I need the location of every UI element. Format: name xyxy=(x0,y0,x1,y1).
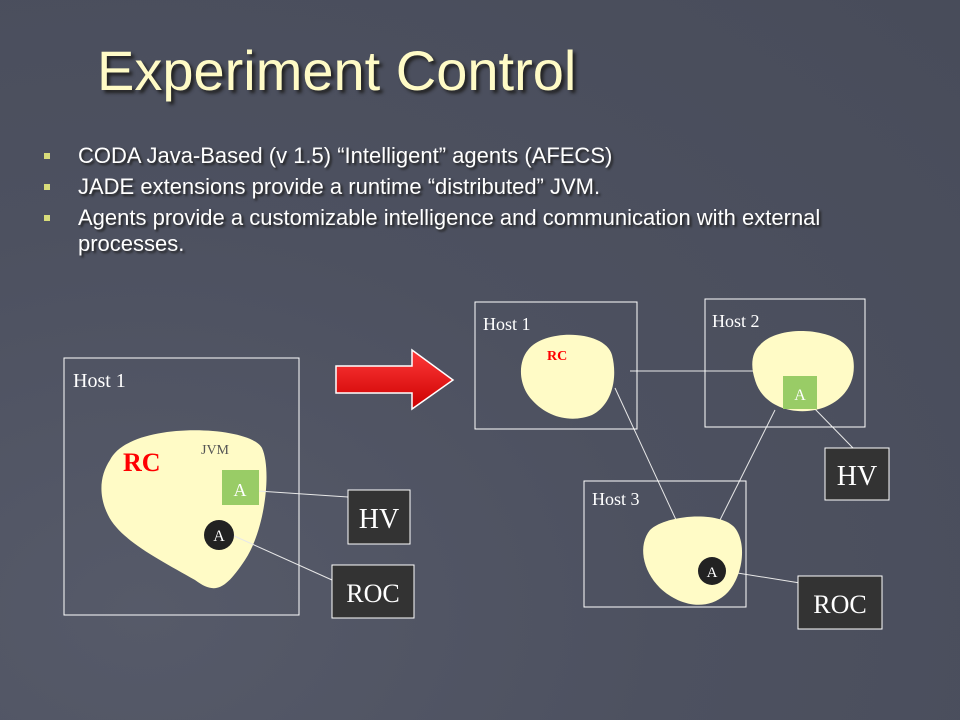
left-roc-connector xyxy=(231,534,333,581)
right-host1-box xyxy=(474,301,638,430)
right-hv-box xyxy=(824,447,890,501)
bullet-text: Agents provide a customizable intelligen… xyxy=(78,205,821,256)
right-host1-blob xyxy=(520,334,615,419)
left-jvm-label: JVM xyxy=(201,443,230,458)
slide-title: Experiment Control xyxy=(97,39,577,102)
bullet-text: JADE extensions provide a runtime “distr… xyxy=(78,174,601,199)
left-hv-box xyxy=(347,489,411,545)
left-agent-green xyxy=(222,470,259,505)
square-bullet-icon xyxy=(44,215,50,221)
right-host1-host3-connector xyxy=(614,387,678,523)
left-roc-label: ROC xyxy=(346,579,399,608)
bullet-item: Agents provide a customizable intelligen… xyxy=(44,205,904,257)
left-rc-label: RC xyxy=(123,448,161,477)
square-bullet-icon xyxy=(44,184,50,190)
square-bullet-icon xyxy=(44,153,50,159)
left-roc-box xyxy=(331,564,415,619)
left-agent-dark xyxy=(204,520,234,550)
right-rc-label: RC xyxy=(547,349,567,364)
bullet-text: CODA Java-Based (v 1.5) “Intelligent” ag… xyxy=(78,143,613,168)
right-host2-box xyxy=(704,298,866,428)
right-host2-host3-connector xyxy=(719,409,776,521)
right-host1-label: Host 1 xyxy=(483,314,531,334)
right-hv-label: HV xyxy=(837,461,877,492)
left-agent-green-label: A xyxy=(234,480,247,500)
right-host2-agent xyxy=(783,376,817,409)
left-hv-label: HV xyxy=(359,504,399,535)
right-host3-agent xyxy=(698,557,726,585)
right-roc-label: ROC xyxy=(813,590,866,619)
right-roc-box xyxy=(797,575,883,630)
right-host2-label: Host 2 xyxy=(712,311,760,331)
bullet-list: CODA Java-Based (v 1.5) “Intelligent” ag… xyxy=(44,143,904,262)
left-host1-box xyxy=(63,357,300,616)
right-host3-label: Host 3 xyxy=(592,489,640,509)
left-agent-dark-label: A xyxy=(213,528,225,545)
right-host3-blob xyxy=(643,516,743,605)
left-host1-label: Host 1 xyxy=(73,370,126,392)
bullet-item: CODA Java-Based (v 1.5) “Intelligent” ag… xyxy=(44,143,904,169)
right-host3-agent-label: A xyxy=(707,565,718,581)
left-jvm-blob xyxy=(101,430,267,589)
right-host2-blob xyxy=(752,330,854,412)
transition-arrow-icon xyxy=(335,348,455,411)
bullet-item: JADE extensions provide a runtime “distr… xyxy=(44,174,904,200)
left-hv-connector xyxy=(257,490,349,498)
right-host2-agent-label: A xyxy=(794,387,806,404)
right-host3-box xyxy=(583,480,747,608)
